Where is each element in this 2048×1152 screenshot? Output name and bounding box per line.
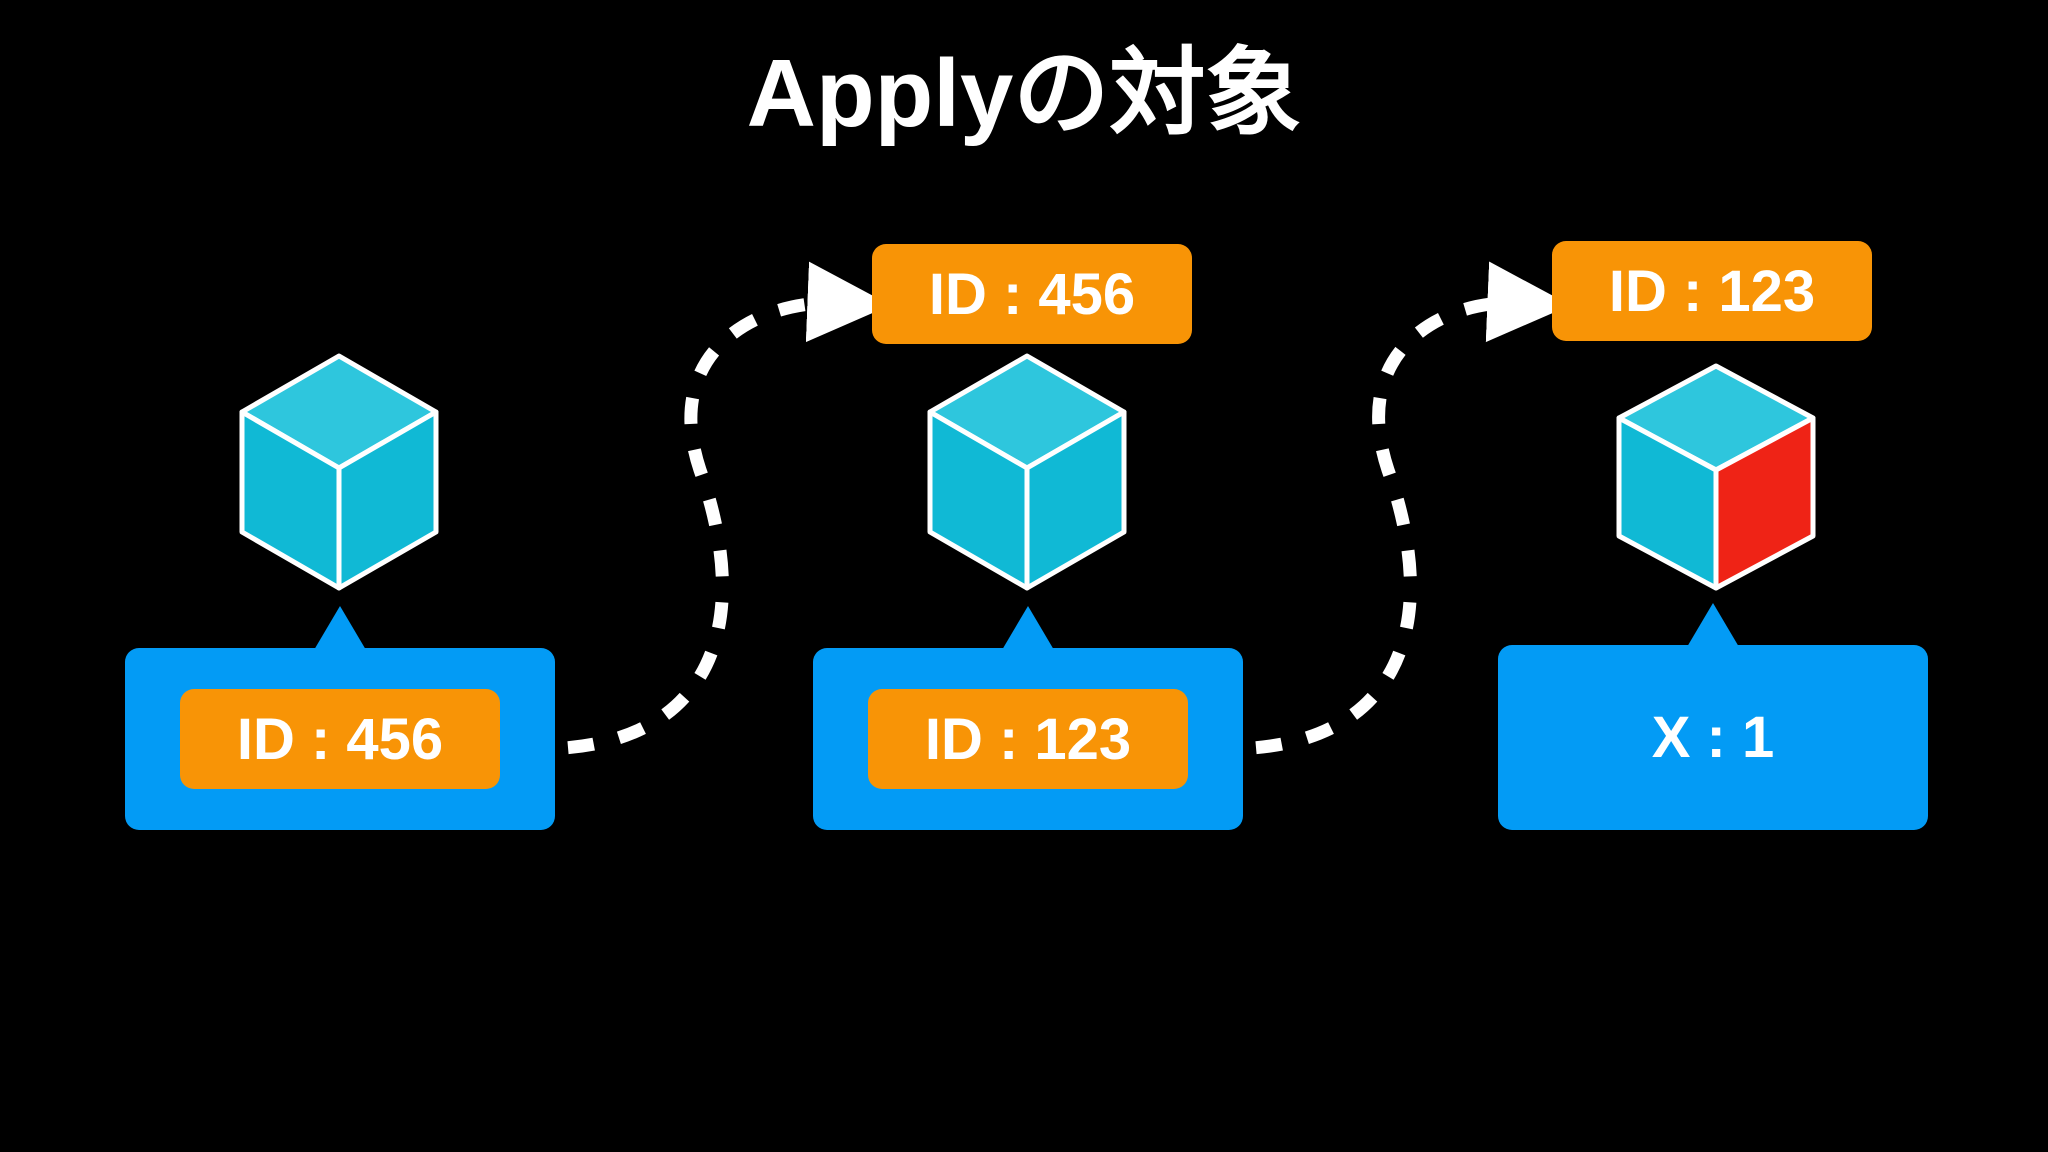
panel-left[interactable]: ID : 456 — [125, 606, 555, 830]
panel-middle-content: ID : 123 — [813, 648, 1243, 830]
cube-right-face — [1024, 409, 1127, 591]
cube-middle — [924, 352, 1130, 592]
arrow-middle-to-right — [1203, 261, 1571, 756]
panel-notch-icon — [1002, 606, 1054, 650]
top-badge-middle[interactable]: ID : 456 — [872, 244, 1192, 344]
panel-middle-badge[interactable]: ID : 123 — [868, 689, 1188, 789]
panel-left-badge[interactable]: ID : 456 — [180, 689, 500, 789]
cube-right-face — [336, 409, 439, 591]
page-title: Applyの対象 — [746, 40, 1302, 147]
top-badge-right[interactable]: ID : 123 — [1552, 241, 1872, 341]
panel-notch-icon — [314, 606, 366, 650]
panel-notch-icon — [1687, 603, 1739, 647]
panel-right-label: X : 1 — [1651, 705, 1775, 770]
panel-right[interactable]: X : 1 — [1498, 603, 1928, 830]
panel-left-content: ID : 456 — [125, 648, 555, 830]
panel-right-content: X : 1 — [1498, 645, 1928, 830]
arrow-left-to-middle — [515, 261, 891, 756]
cube-right — [1613, 362, 1819, 592]
cube-right-face-highlighted — [1713, 415, 1816, 591]
panel-middle[interactable]: ID : 123 — [813, 606, 1243, 830]
cube-left — [236, 352, 442, 592]
